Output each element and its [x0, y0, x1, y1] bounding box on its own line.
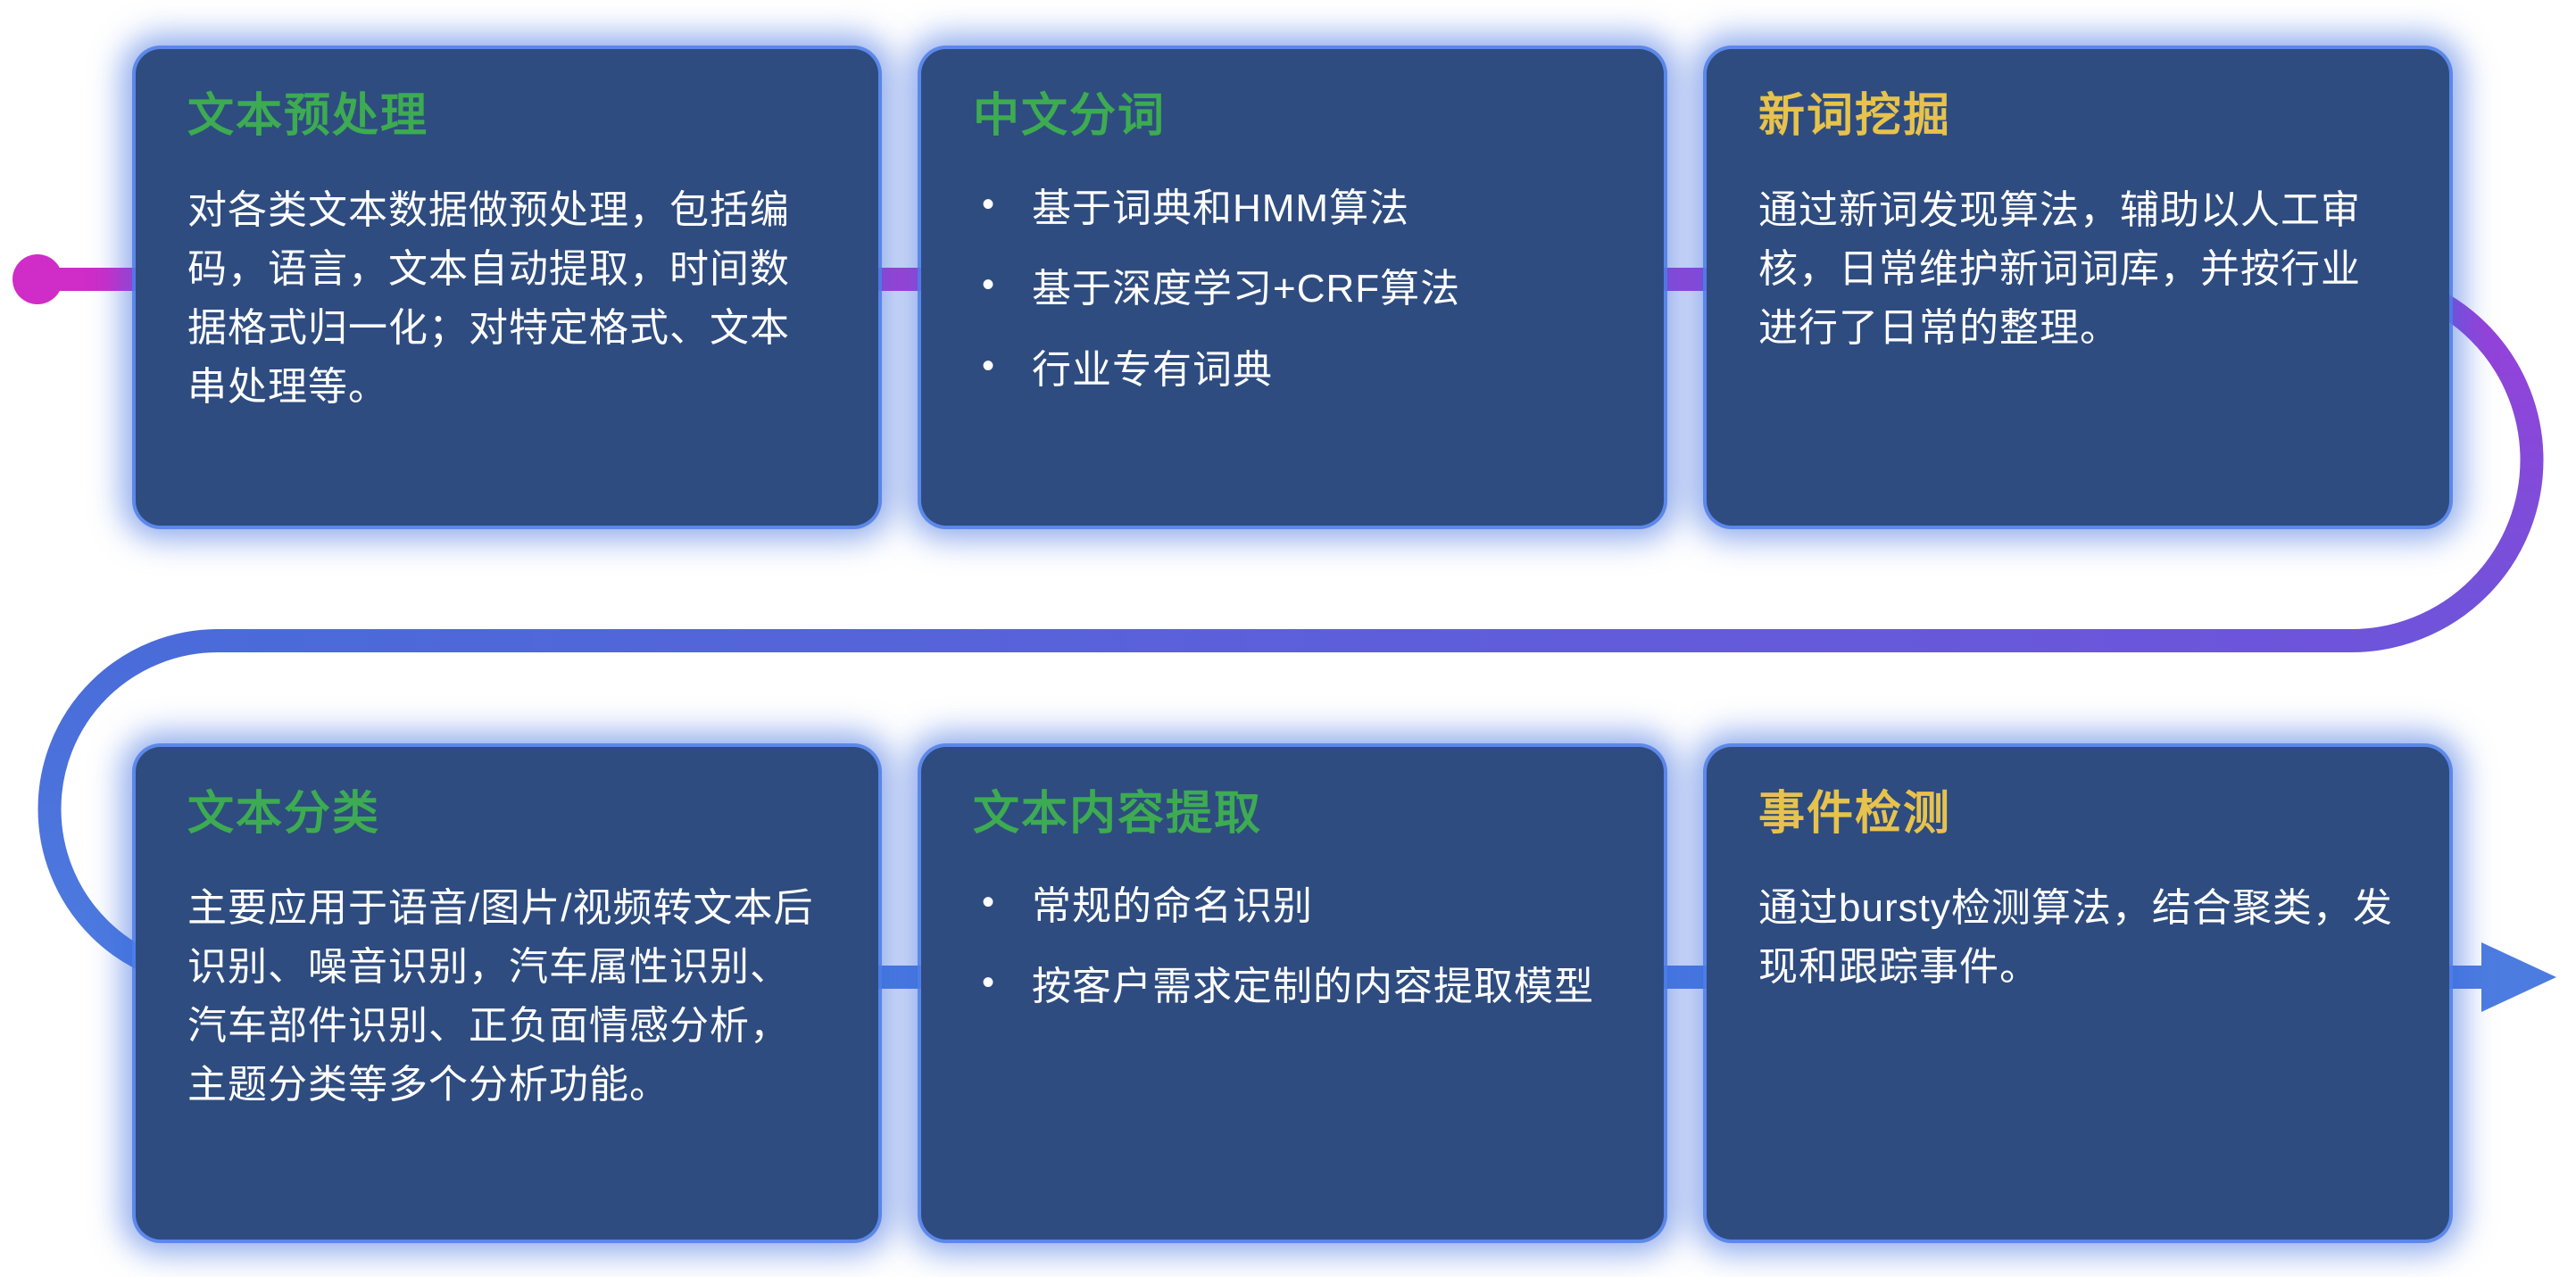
card-text-preprocessing: 文本预处理 对各类文本数据做预处理，包括编码，语言，文本自动提取，时间数据格式归…: [136, 49, 878, 526]
card-body: 对各类文本数据做预处理，包括编码，语言，文本自动提取，时间数据格式归一化；对特定…: [187, 187, 790, 409]
card-text-content-extraction: 文本内容提取 常规的命名识别 按客户需求定制的内容提取模型: [921, 747, 1664, 1240]
flow-start-dot-icon: [12, 254, 62, 304]
card-title: 文本分类: [187, 788, 381, 840]
card-title: 中文分词: [973, 90, 1167, 142]
bullet-text: 基于深度学习+CRF算法: [1032, 267, 1461, 311]
card-body: 通过bursty检测算法，结合聚类，发现和跟踪事件。: [1758, 885, 2393, 989]
flow-arrowhead-icon: [2481, 942, 2556, 1012]
card-bullet-list: 常规的命名识别 按客户需求定制的内容提取模型: [973, 877, 1612, 1016]
card-text-classification: 文本分类 主要应用于语音/图片/视频转文本后识别、噪音识别，汽车属性识别、汽车部…: [136, 747, 878, 1240]
card-chinese-word-segmentation: 中文分词 基于词典和HMM算法 基于深度学习+CRF算法 行业专有词典: [921, 49, 1664, 526]
card-title: 事件检测: [1758, 788, 1952, 840]
card-body: 通过新词发现算法，辅助以人工审核，日常维护新词词库，并按行业进行了日常的整理。: [1758, 187, 2361, 350]
bullet-item: 基于词典和HMM算法: [973, 179, 1612, 236]
bullet-item: 行业专有词典: [973, 341, 1612, 398]
card-bullet-list: 基于词典和HMM算法 基于深度学习+CRF算法 行业专有词典: [973, 179, 1612, 398]
card-body: 主要应用于语音/图片/视频转文本后识别、噪音识别，汽车属性识别、汽车部件识别、正…: [187, 885, 814, 1107]
bullet-item: 常规的命名识别: [973, 877, 1612, 934]
card-title: 新词挖掘: [1758, 90, 1952, 142]
card-new-word-mining: 新词挖掘 通过新词发现算法，辅助以人工审核，日常维护新词词库，并按行业进行了日常…: [1707, 49, 2449, 526]
card-event-detection: 事件检测 通过bursty检测算法，结合聚类，发现和跟踪事件。: [1707, 747, 2449, 1240]
card-title: 文本预处理: [187, 90, 429, 142]
bullet-item: 按客户需求定制的内容提取模型: [973, 958, 1612, 1015]
bullet-text: 基于词典和HMM算法: [1032, 186, 1410, 230]
bullet-item: 基于深度学习+CRF算法: [973, 260, 1612, 317]
bullet-text: 常规的命名识别: [1032, 883, 1313, 928]
card-title: 文本内容提取: [973, 788, 1263, 840]
bullet-text: 行业专有词典: [1032, 347, 1273, 392]
bullet-text: 按客户需求定制的内容提取模型: [1032, 965, 1594, 1009]
